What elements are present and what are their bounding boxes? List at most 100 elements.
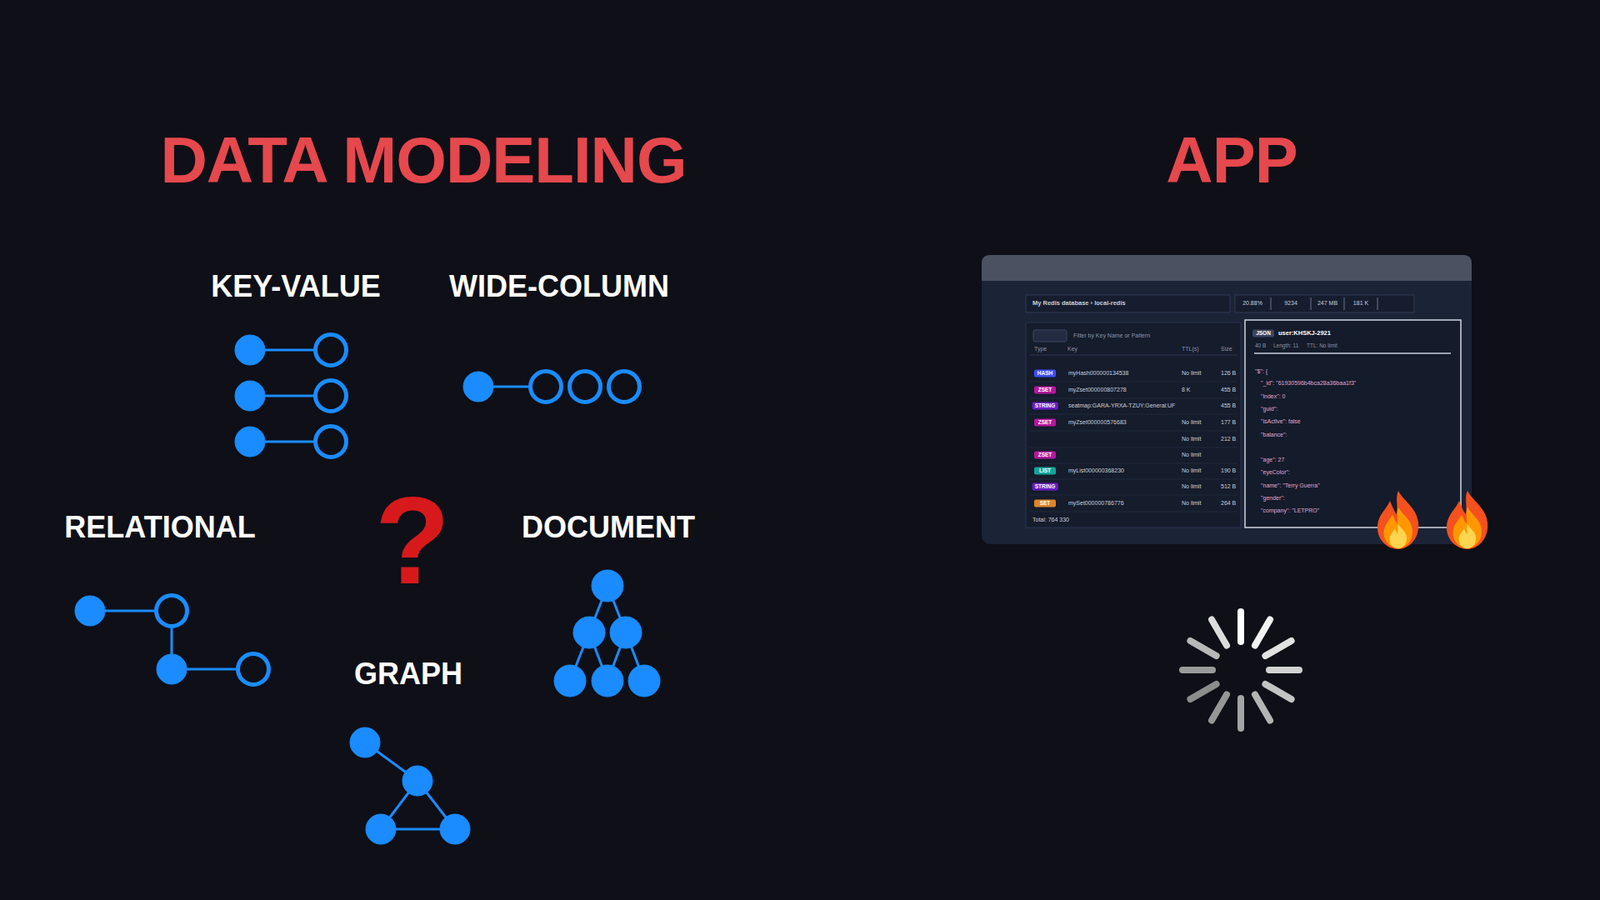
type-badge: HASH [1034, 370, 1056, 378]
key-list-panel [1025, 322, 1241, 528]
key-meta: TTL: No limit [1306, 343, 1338, 350]
spinner-spoke [1211, 619, 1227, 645]
key-dot [235, 335, 265, 365]
spinner-spoke [1237, 698, 1245, 729]
graph-dot [365, 814, 396, 845]
json-line: "$": { [1255, 368, 1268, 375]
spinner-spoke [1237, 611, 1245, 642]
key-title: user:KHSKJ-2921 [1278, 330, 1331, 337]
flame-middle [1383, 507, 1412, 549]
flame-outer [1377, 490, 1419, 550]
database-name: My Redis database › local-redis [1032, 300, 1126, 307]
size-value: 212 B [1220, 435, 1236, 442]
type-badge: STRING [1032, 402, 1059, 410]
spinner-spoke [1269, 666, 1300, 674]
tree-dot [573, 616, 605, 649]
row-ring [238, 654, 270, 685]
row-divider [1030, 355, 1238, 356]
column-ring [570, 371, 601, 403]
flame-inner [1458, 524, 1476, 549]
column-ring [530, 371, 562, 403]
ttl-value: No limit [1181, 419, 1201, 425]
db-name-field [1025, 295, 1230, 313]
model-name: RELATIONAL [64, 511, 255, 544]
spinner-spoke [1190, 640, 1216, 656]
detail-underline [1254, 352, 1451, 355]
value-ring [315, 426, 347, 458]
key-dot [235, 380, 265, 411]
filter-placeholder: Filter by Key Name or Pattern [1073, 332, 1150, 339]
json-line: "name": "Terry Guerra" [1260, 482, 1320, 489]
wide-column-icon [463, 371, 640, 403]
column-ring [609, 371, 640, 403]
spinner-spoke [1255, 619, 1270, 645]
question-mark: ? [375, 475, 450, 605]
spinner-spoke [1265, 684, 1291, 700]
row-divider [1030, 463, 1238, 465]
size-value: 177 B [1220, 419, 1236, 425]
key-detail-panel [1245, 320, 1461, 528]
row-dot [156, 654, 187, 685]
spinner-spoke [1182, 666, 1213, 674]
flame-outer [1446, 490, 1488, 550]
tree-dot [591, 570, 624, 602]
fire-emoji [1377, 490, 1419, 550]
graph-dot [350, 727, 380, 758]
type-badge: ZSET [1034, 451, 1056, 460]
key-name: myZset000000807278 [1068, 386, 1127, 393]
json-line: "eyeColor": [1260, 469, 1290, 475]
json-line: "company": "LETPRO" [1260, 507, 1320, 514]
link-line [265, 349, 315, 352]
type-badge: JSON [1252, 330, 1275, 338]
document-icon [554, 570, 660, 697]
spinner-spoke [1190, 684, 1216, 700]
model-name: GRAPH [354, 658, 463, 690]
json-line: "isActive": false [1260, 418, 1301, 425]
stat-value: 9234 [1284, 300, 1298, 306]
tree-dot [591, 665, 624, 697]
tree-dot [554, 665, 586, 697]
row-divider [1030, 447, 1238, 449]
graph-dot [440, 814, 470, 845]
model-name: WIDE-COLUMN [449, 270, 670, 303]
link-line [265, 395, 315, 398]
relational-icon [75, 595, 270, 685]
ttl-value: No limit [1181, 370, 1201, 376]
spinner-spoke [1255, 694, 1270, 720]
section-heading: APP [1165, 126, 1297, 195]
stat-value: 247 MB [1317, 300, 1338, 306]
column-header: Type [1034, 345, 1047, 352]
stats-divider [1377, 297, 1379, 310]
graph-icon [350, 727, 470, 845]
value-ring [315, 380, 347, 412]
tree-dot [628, 665, 660, 697]
key-total: Total: 764 330 [1032, 516, 1070, 523]
link-line [265, 440, 315, 444]
link-line [493, 385, 529, 389]
stats-divider [1310, 297, 1312, 310]
tree-dot [610, 616, 642, 649]
type-badge: STRING [1032, 483, 1059, 491]
stat-value: 181 K [1353, 300, 1369, 306]
row-divider [1030, 398, 1238, 400]
row-dot [75, 595, 105, 626]
loading-spinner [1182, 611, 1300, 729]
column-header: TTL(s) [1181, 345, 1200, 352]
value-ring [315, 335, 347, 366]
type-badge: ZSET [1034, 386, 1056, 395]
key-name: seatmap:GARA-YRXA-TZUY:General:UF [1068, 402, 1175, 409]
row-divider [1030, 479, 1238, 480]
flame-inner [1389, 524, 1407, 549]
ttl-value: No limit [1181, 467, 1201, 474]
stats-field [1235, 295, 1415, 313]
flame-middle [1452, 507, 1481, 549]
model-name: KEY-VALUE [210, 270, 380, 303]
stats-divider [1270, 297, 1272, 310]
fire-emoji [1446, 490, 1488, 550]
row-divider [1030, 495, 1238, 496]
key-meta: Length: 11 [1273, 343, 1299, 350]
row-ring [156, 595, 188, 627]
size-value: 455 B [1220, 402, 1236, 409]
type-badge: SET [1034, 500, 1056, 508]
